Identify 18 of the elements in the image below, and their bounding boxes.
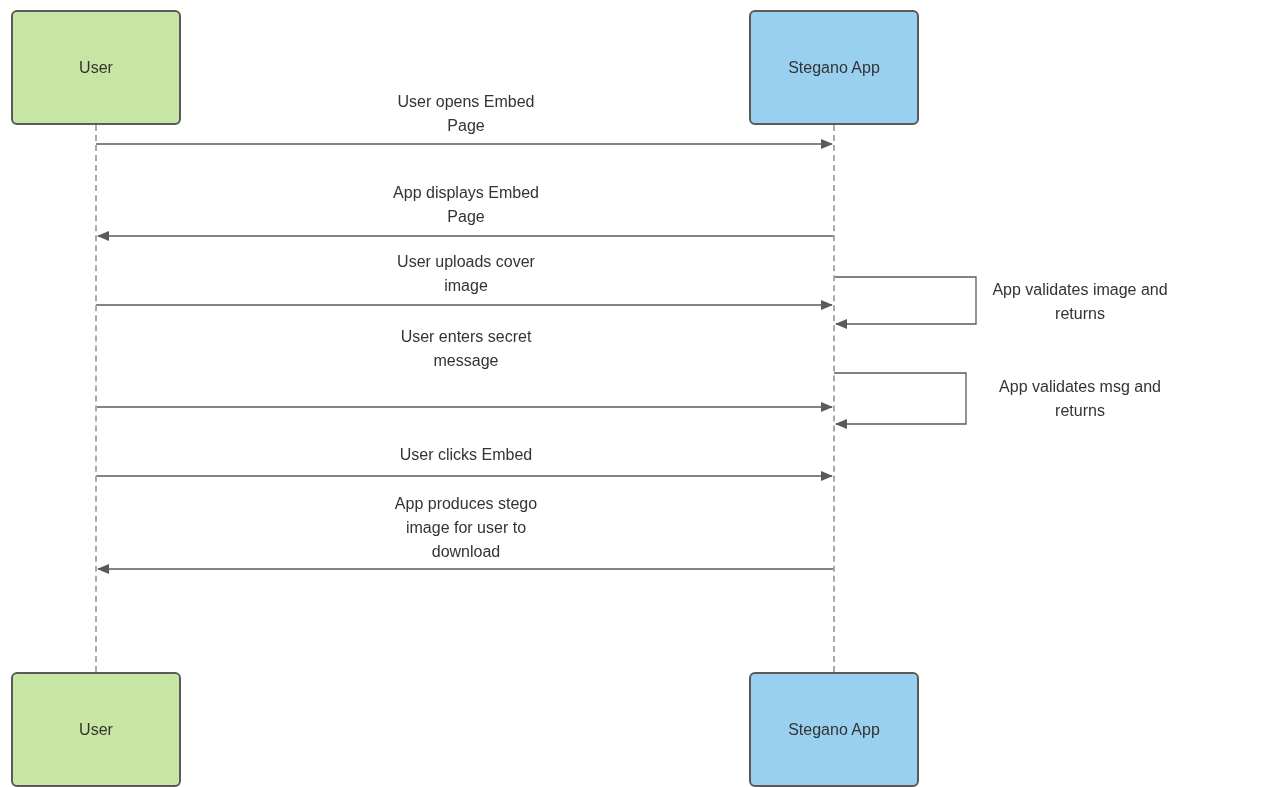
message-arrow [95, 139, 833, 149]
participant-name: Stegano App [788, 58, 880, 77]
message-arrow [97, 564, 835, 574]
lifeline [833, 125, 835, 672]
participant-box [749, 672, 919, 787]
participant-name: Stegano App [788, 720, 880, 739]
participant-box [11, 10, 181, 125]
message-arrow [95, 300, 833, 310]
message-arrow [95, 471, 833, 481]
participant-name: User [79, 58, 113, 77]
lifeline [95, 125, 97, 672]
participant-box [11, 672, 181, 787]
participant-box [749, 10, 919, 125]
message-arrow [95, 402, 833, 412]
message-arrow [97, 231, 835, 241]
participant-name: User [79, 720, 113, 739]
self-message-arrow [833, 276, 977, 329]
self-message-arrow [833, 372, 967, 429]
